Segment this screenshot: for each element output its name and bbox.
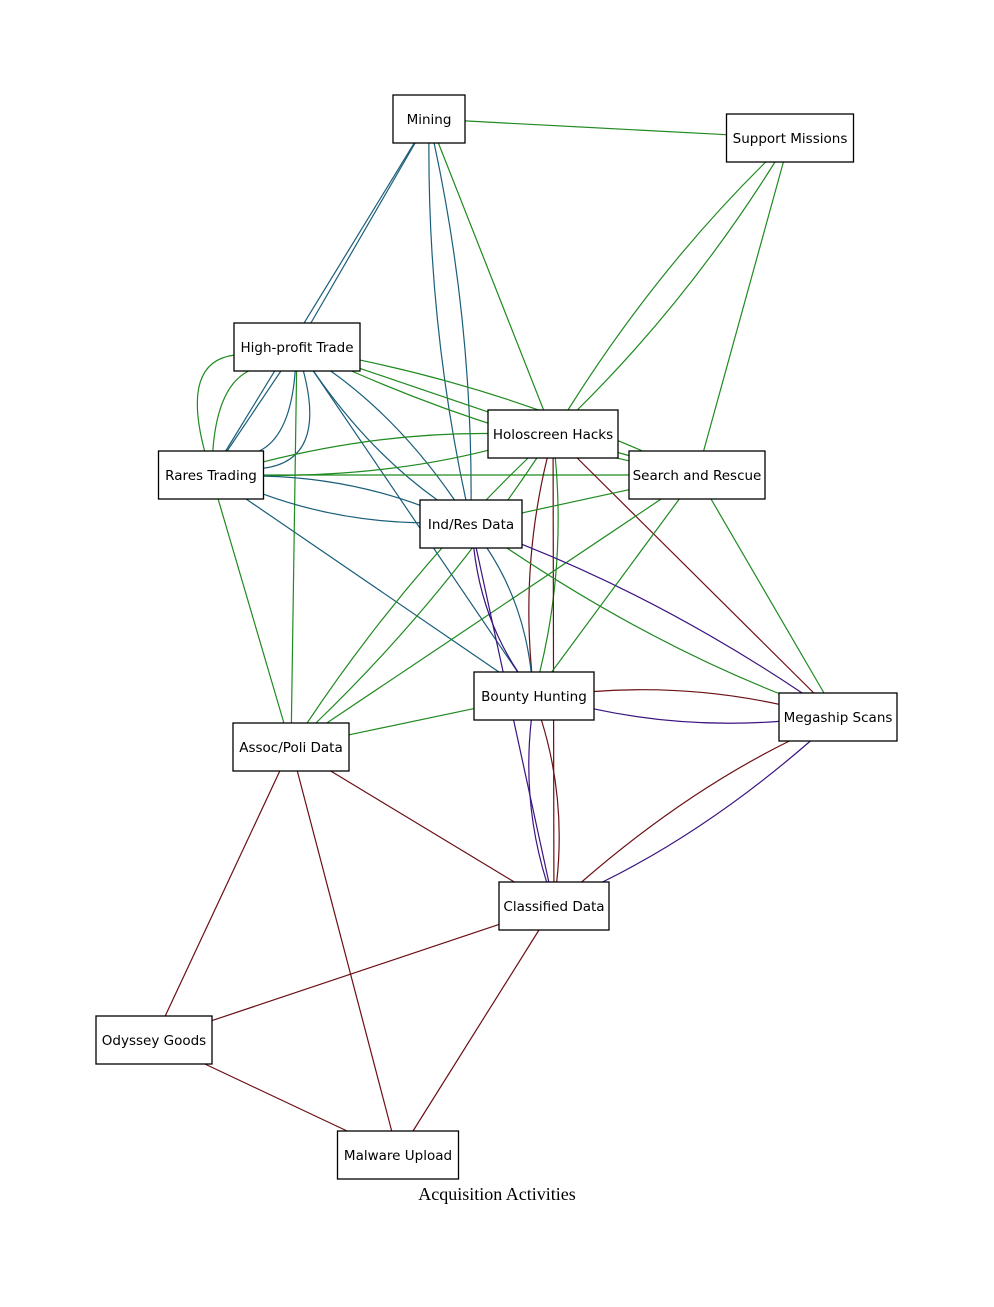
node-indres: Ind/Res Data (419, 499, 523, 549)
edges-layer (164, 120, 825, 1132)
edge-mining-indres (433, 142, 472, 501)
edge-highprofit-rares (212, 370, 249, 452)
edge-bounty-megaship (593, 708, 780, 724)
edge-searchrescue-indres (521, 489, 630, 514)
node-box-highprofit (233, 322, 361, 372)
edge-highprofit-assocpoli (290, 370, 298, 724)
node-label-bounty: Bounty Hunting (481, 689, 587, 705)
node-support: Support Missions (725, 113, 855, 163)
edge-rares-holoscreen (263, 432, 489, 463)
edge-highprofit-holoscreen (359, 367, 489, 413)
edge-highprofit-rares (226, 370, 282, 452)
edge-mining-indres (428, 142, 467, 501)
node-searchrescue: Search and Rescue (628, 450, 766, 500)
edge-holoscreen-searchrescue (617, 451, 630, 457)
node-box-bounty (473, 671, 595, 721)
node-box-indres (419, 499, 523, 549)
edge-mining-support (464, 120, 727, 136)
edge-support-searchrescue (703, 161, 784, 452)
node-label-mining: Mining (407, 112, 452, 128)
node-rares: Rares Trading (157, 450, 265, 500)
node-holoscreen: Holoscreen Hacks (487, 409, 619, 459)
edge-bounty-assocpoli (348, 708, 475, 736)
edge-rares-indres (263, 475, 421, 506)
edge-bounty-megaship (593, 689, 780, 705)
node-label-megaship: Megaship Scans (784, 710, 893, 726)
edge-rares-assocpoli (217, 498, 285, 724)
edge-megaship-classified (602, 740, 811, 883)
edge-megaship-classified (581, 740, 790, 883)
edge-classified-malware (412, 929, 540, 1132)
node-box-holoscreen (487, 409, 619, 459)
node-box-odyssey (95, 1015, 213, 1065)
graph-title: Acquisition Activities (418, 1184, 576, 1204)
edge-bounty-classified (528, 719, 548, 883)
edge-highprofit-rares (259, 370, 296, 452)
edge-holoscreen-assocpoli (315, 457, 538, 724)
node-box-mining (392, 94, 466, 144)
edge-indres-bounty (486, 547, 532, 673)
node-classified: Classified Data (498, 881, 610, 931)
edge-highprofit-rares (263, 370, 311, 469)
node-megaship: Megaship Scans (778, 692, 898, 742)
node-mining: Mining (392, 94, 466, 144)
node-label-classified: Classified Data (503, 899, 604, 915)
edge-holoscreen-assocpoli (306, 457, 529, 724)
edge-mining-holoscreen (437, 142, 545, 411)
node-box-assocpoli (232, 722, 350, 772)
edge-rares-bounty (245, 498, 500, 673)
edge-assocpoli-odyssey (164, 770, 281, 1017)
node-highprofit: High-profit Trade (233, 322, 361, 372)
node-box-support (725, 113, 855, 163)
node-odyssey: Odyssey Goods (95, 1015, 213, 1065)
node-label-highprofit: High-profit Trade (240, 340, 353, 356)
node-box-megaship (778, 692, 898, 742)
edge-indres-megaship (521, 543, 803, 694)
node-malware: Malware Upload (336, 1130, 460, 1180)
edge-assocpoli-classified (330, 770, 515, 883)
edge-highprofit-bounty (312, 370, 519, 673)
node-label-odyssey: Odyssey Goods (102, 1033, 206, 1049)
edge-indres-bounty (473, 547, 519, 673)
node-label-indres: Ind/Res Data (428, 517, 514, 533)
node-box-malware (336, 1130, 460, 1180)
edge-mining-rares (225, 142, 415, 452)
edge-assocpoli-malware (296, 770, 393, 1132)
node-box-rares (157, 450, 265, 500)
edge-holoscreen-megaship (576, 457, 815, 694)
edge-indres-megaship (506, 547, 780, 695)
edge-rares-indres (263, 493, 421, 524)
edge-searchrescue-assocpoli (326, 498, 662, 724)
node-label-malware: Malware Upload (344, 1148, 452, 1164)
node-label-searchrescue: Search and Rescue (633, 468, 762, 484)
node-label-rares: Rares Trading (165, 468, 257, 484)
edge-holoscreen-bounty (528, 457, 548, 673)
edge-searchrescue-megaship (710, 498, 825, 694)
edge-odyssey-malware (204, 1063, 348, 1132)
edge-classified-odyssey (211, 923, 500, 1022)
edge-holoscreen-bounty (539, 457, 559, 673)
edge-support-holoscreen (567, 161, 767, 411)
edge-support-holoscreen (576, 161, 776, 411)
node-label-holoscreen: Holoscreen Hacks (493, 427, 613, 443)
node-label-support: Support Missions (733, 131, 848, 147)
node-box-searchrescue (628, 450, 766, 500)
edge-highprofit-indres (330, 370, 455, 501)
edge-mining-highprofit (310, 142, 416, 324)
edge-highprofit-rares (196, 354, 235, 452)
edge-highprofit-indres (313, 370, 438, 501)
edge-bounty-classified (540, 719, 560, 883)
node-bounty: Bounty Hunting (473, 671, 595, 721)
node-label-assocpoli: Assoc/Poli Data (239, 740, 342, 756)
node-box-classified (498, 881, 610, 931)
node-assocpoli: Assoc/Poli Data (232, 722, 350, 772)
